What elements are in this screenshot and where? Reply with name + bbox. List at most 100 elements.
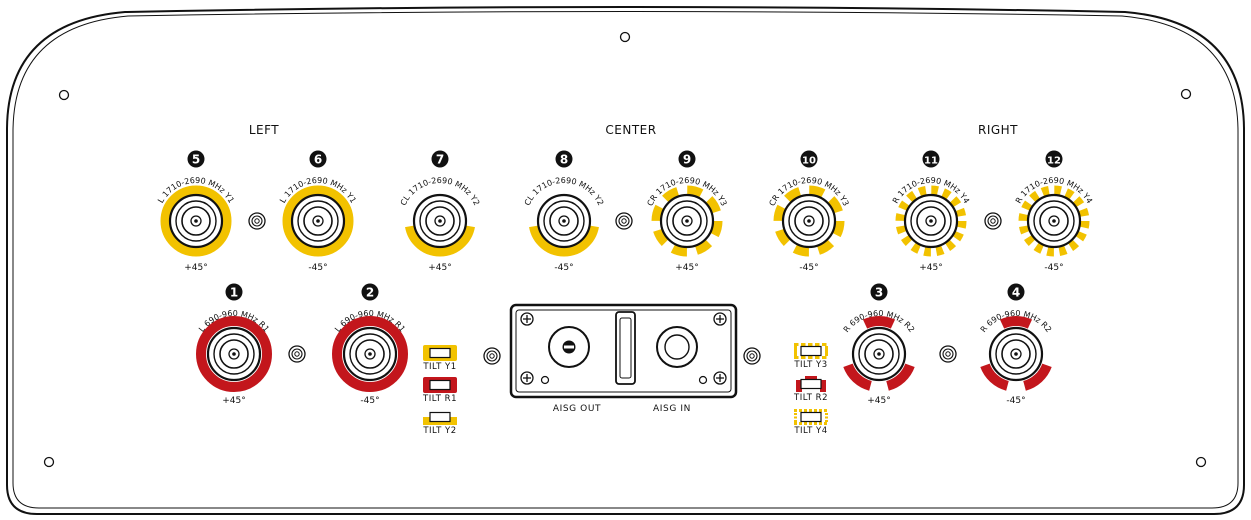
connector-pin-core [562, 219, 566, 223]
port-number-badge [678, 150, 696, 168]
aisg-module: AISG OUT AISG IN [509, 303, 738, 414]
port-polarization: -45° [308, 263, 327, 273]
tilts-layer: TILT Y1 TILT R1 TILT Y2 TILT Y3 TILT R2 TILT … [422, 343, 828, 436]
aisg-frame [509, 303, 738, 399]
aisg-screw [713, 312, 727, 326]
connector-ring [175, 200, 217, 242]
connector-ring [794, 206, 824, 236]
aisg-small-hole [698, 375, 708, 385]
tilt-socket [429, 411, 451, 423]
mounting-hole [43, 456, 55, 468]
connector-pin-core [232, 352, 236, 356]
port-number-badge [187, 150, 205, 168]
port-number: 11 [924, 155, 938, 166]
connector-pin-core [316, 219, 320, 223]
connector-ring [549, 206, 579, 236]
connector-pin-core [1052, 219, 1056, 223]
connector-pin [1010, 348, 1022, 360]
port-polarization: +45° [222, 396, 246, 406]
connector-pin [228, 348, 240, 360]
tilt-label: TILT Y4 [793, 426, 827, 436]
port-polarization: +45° [867, 396, 891, 406]
connector-ring [355, 339, 385, 369]
aisg-out-connector[interactable] [548, 326, 590, 368]
tilt-socket [429, 347, 451, 359]
connector-ring [543, 200, 585, 242]
port-9[interactable]: 9CR 1710-2690 MHz Y3+45° [645, 150, 729, 274]
tilt-label: TILT Y2 [422, 426, 456, 436]
port-color-ring [160, 185, 232, 257]
aisg-latch [615, 311, 636, 385]
connector-ring [181, 206, 211, 236]
panel-outline [6, 6, 1245, 515]
connector-ring [303, 206, 333, 236]
tilt-label: TILT R1 [422, 394, 457, 404]
tilt-connector-ty3[interactable]: TILT Y3 [793, 343, 828, 370]
connector-ring [297, 200, 339, 242]
port-color-ring [980, 316, 1052, 391]
port-number: 5 [192, 152, 200, 166]
tilt-connector-tr2[interactable]: TILT R2 [793, 376, 828, 403]
port-number: 4 [1012, 285, 1020, 299]
port-polarization: +45° [428, 263, 452, 273]
connector-pin-core [877, 352, 881, 356]
ground-screw-icon [615, 212, 633, 230]
connector-ring [1001, 339, 1031, 369]
port-6[interactable]: 6L 1710-2690 MHz Y1-45° [278, 150, 358, 274]
tilt-connector-ty1[interactable]: TILT Y1 [422, 345, 457, 372]
aisg-frame-inner [515, 309, 732, 393]
connector-ring [219, 339, 249, 369]
aisg-in-connector[interactable] [656, 326, 698, 368]
port-color-ring [405, 225, 475, 257]
port-number: 2 [366, 285, 374, 299]
tilt-connector-ty2[interactable]: TILT Y2 [422, 411, 457, 437]
tilt-connector-tr1[interactable]: TILT R1 [422, 377, 457, 404]
tilt-connector-ty4[interactable]: TILT Y4 [793, 409, 828, 436]
connector-pin-core [807, 219, 811, 223]
section-right: RIGHT [978, 123, 1018, 137]
port-polarization: -45° [1006, 396, 1025, 406]
tilt-label: TILT Y3 [793, 360, 827, 370]
connector-pin [190, 215, 202, 227]
section-left: LEFT [249, 123, 279, 137]
connector-pin-core [368, 352, 372, 356]
connector-pin [803, 215, 815, 227]
screws-layer [248, 212, 1002, 365]
port-polarization: +45° [184, 263, 208, 273]
port-number: 12 [1047, 155, 1061, 166]
tilt-socket [800, 378, 822, 390]
ground-screw-icon [248, 212, 266, 230]
port-8[interactable]: 8CL 1710-2690 MHz Y2-45° [523, 150, 606, 274]
aisg-screw [713, 371, 727, 385]
port-number: 10 [802, 155, 816, 166]
port-number: 3 [875, 285, 883, 299]
port-number-badge [870, 283, 888, 301]
ground-screw-icon [984, 212, 1002, 230]
port-number-badge [1007, 283, 1025, 301]
port-polarization: +45° [675, 263, 699, 273]
connector-ring [788, 200, 830, 242]
port-number-badge [1045, 150, 1063, 168]
port-number: 7 [436, 152, 444, 166]
connector-ring [349, 333, 391, 375]
mounting-hole [1180, 88, 1192, 100]
mounting-hole [58, 89, 70, 101]
connector-pin [312, 215, 324, 227]
connector-pin-core [1014, 352, 1018, 356]
tilt-socket [800, 411, 822, 423]
connector-pin [1048, 215, 1060, 227]
port-number-badge [555, 150, 573, 168]
aisg-out-label: AISG OUT [553, 404, 601, 414]
connector-pin-core [438, 219, 442, 223]
tilt-socket [429, 379, 451, 391]
connector-ring [858, 333, 900, 375]
port-number: 9 [683, 152, 691, 166]
port-number-badge [225, 283, 243, 301]
connector-ring [666, 200, 708, 242]
ground-screw-icon [743, 347, 761, 365]
connector-pin [681, 215, 693, 227]
connector-pin [925, 215, 937, 227]
port-polarization: +45° [919, 263, 943, 273]
